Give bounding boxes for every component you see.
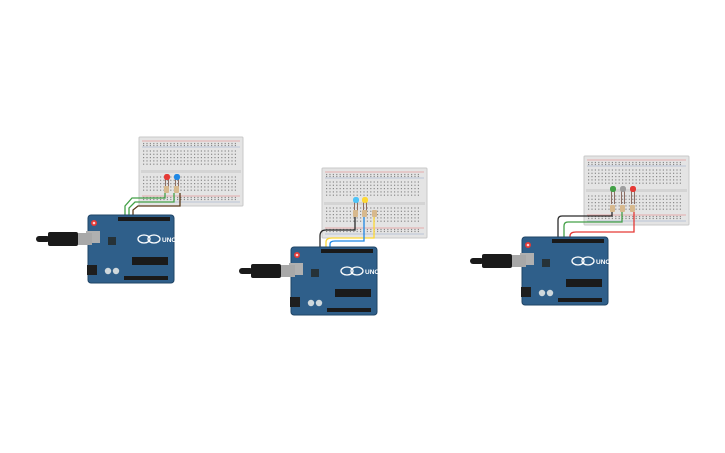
jumper-wire[interactable] [319,217,356,250]
arduino-uno-board[interactable]: UNO [289,246,379,316]
arduino-uno-board[interactable]: UNO [86,214,176,284]
jumper-wire[interactable] [569,212,635,240]
led-gray[interactable] [620,186,626,204]
resistor[interactable] [174,186,179,193]
breadboard-center-channel [324,202,425,205]
jumper-wire[interactable] [124,193,166,218]
usb-cable[interactable] [239,264,295,278]
circuit-1[interactable]: UNO [36,136,244,284]
breadboard[interactable] [583,155,690,226]
circuit-2[interactable]: UNO [239,167,428,316]
resistor[interactable] [362,210,367,217]
board-label: UNO [162,237,176,244]
arduino-uno-board[interactable]: UNO [520,236,610,306]
resistor[interactable] [353,210,358,217]
jumper-wire[interactable] [128,193,175,218]
resistor[interactable] [620,205,625,212]
board-label: UNO [365,269,379,276]
resistor[interactable] [610,205,615,212]
usb-cable[interactable] [470,254,526,268]
circuit-3[interactable]: UNO [470,155,690,306]
resistor[interactable] [630,205,635,212]
led-red[interactable] [630,186,636,204]
jumper-wire[interactable] [557,212,613,240]
breadboard-center-channel [141,170,241,173]
breadboard-holes [326,173,419,233]
jumper-wire[interactable] [132,193,181,218]
board-label: UNO [596,259,610,266]
usb-cable[interactable] [36,232,92,246]
breadboard-center-channel [586,189,687,192]
jumper-wire[interactable] [325,217,375,250]
breadboard[interactable] [138,136,244,207]
led-green[interactable] [610,186,616,204]
jumper-wire[interactable] [563,212,623,240]
resistor[interactable] [164,186,169,193]
resistor[interactable] [372,210,377,217]
breadboard[interactable] [321,167,428,239]
jumper-wire[interactable] [329,217,365,250]
